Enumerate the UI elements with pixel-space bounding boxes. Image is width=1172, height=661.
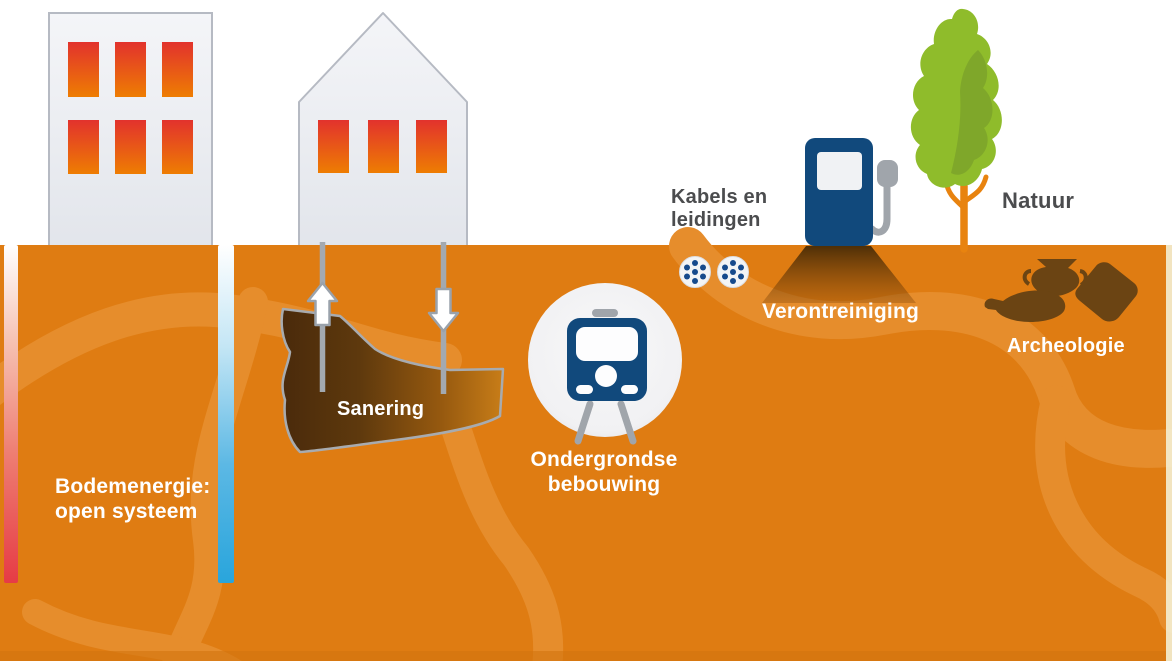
soil-right-edge (1166, 245, 1172, 661)
amphora-lying (984, 290, 1066, 322)
apartment-building-icon (48, 12, 213, 252)
remediation-pipes (306, 242, 460, 394)
label-kabels-line1: Kabels en (671, 186, 768, 208)
label-bodemenergie: Bodemenergie: open systeem (55, 474, 210, 524)
label-ondergrondse-line1: Ondergrondse (530, 448, 678, 471)
train-window (576, 327, 638, 361)
label-archeologie: Archeologie (1007, 335, 1125, 357)
house-window (318, 120, 349, 173)
jar-tilted (1075, 262, 1138, 322)
down-arrow-icon (427, 287, 460, 333)
up-arrow-icon (306, 281, 339, 327)
label-verontreiniging: Verontreiniging (762, 300, 920, 323)
house-icon (298, 12, 468, 252)
cable-cross-section-icon (679, 256, 749, 288)
pump-screen (817, 152, 862, 190)
building-window (68, 42, 99, 97)
pollution-shadow-shape (762, 246, 916, 303)
contamination-plume-shape (280, 307, 505, 454)
label-sanering: Sanering (337, 398, 425, 420)
soil-bottom-edge (0, 651, 1172, 661)
metro-train-icon (528, 283, 682, 445)
poplar-tree-icon (910, 8, 1002, 253)
label-natuur: Natuur (1002, 188, 1075, 213)
building-window (162, 42, 193, 97)
building-window (115, 42, 146, 97)
label-ondergrondse-line2: bebouwing (547, 473, 661, 496)
label-kabels-line2: leidingen (671, 209, 761, 231)
building-window (115, 120, 146, 174)
tree-crown-shade (951, 50, 993, 175)
house-window (416, 120, 447, 173)
urn-upright (1031, 259, 1080, 297)
train-roof-bar (592, 309, 618, 317)
house-window (368, 120, 399, 173)
label-bodemenergie-line1: Bodemenergie: (55, 475, 211, 498)
train-headlight (595, 365, 617, 387)
cable-bundle-left (679, 256, 711, 288)
cold-well-gradient-icon (218, 245, 234, 583)
label-bodemenergie-line2: open systeem (55, 500, 198, 523)
warm-well-gradient-icon (4, 245, 18, 583)
label-ondergrondse-bebouwing: Ondergrondse bebouwing (518, 447, 690, 497)
cable-bundle-right (717, 256, 749, 288)
building-window (68, 120, 99, 174)
pump-hose (868, 180, 891, 236)
fuel-pump-icon (805, 138, 898, 246)
label-kabels-en-leidingen: Kabels en leidingen (671, 186, 767, 232)
pump-nozzle (877, 160, 898, 187)
building-window (162, 120, 193, 174)
pottery-amphora-icon (984, 259, 1138, 322)
